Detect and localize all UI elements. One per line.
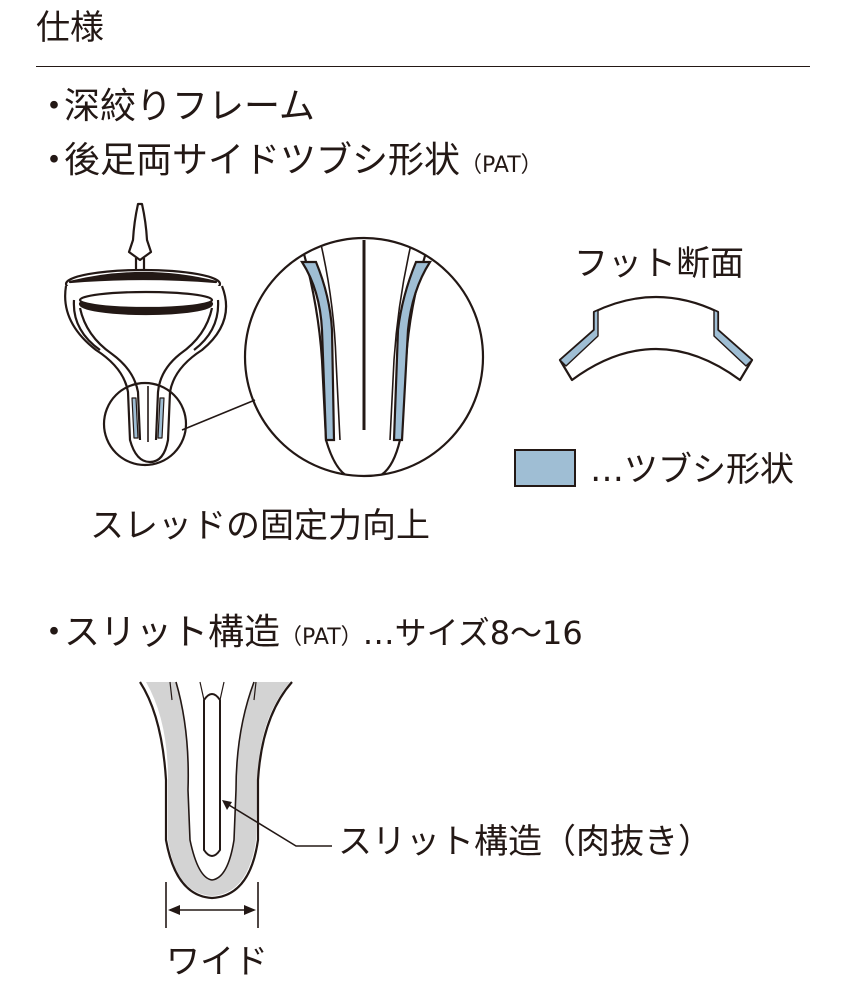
patent-mark: （PAT） — [280, 625, 363, 650]
wide-label: ワイド — [166, 942, 268, 982]
zoom-circle-large — [243, 236, 485, 478]
feature-item-deep-frame: ・深絞りフレーム — [36, 84, 315, 130]
hook-illustration — [64, 202, 256, 467]
size-range: …サイズ8〜16 — [362, 614, 583, 652]
foot-squeeze-left — [559, 309, 599, 367]
magnified-view — [243, 236, 485, 478]
slit-label: スリット構造（肉抜き） — [338, 822, 712, 862]
feature-text: 後足両サイドツブシ形状 — [64, 140, 461, 181]
slit-opening — [203, 693, 221, 857]
mag-squeeze-left — [299, 260, 336, 442]
slit-leader — [223, 801, 332, 847]
legend-label: …ツブシ形状 — [590, 450, 794, 490]
feature-text: 深絞りフレーム — [64, 86, 315, 127]
heading-divider — [36, 66, 810, 67]
bullet-dot: ・ — [36, 612, 73, 653]
spec-heading: 仕様 — [36, 8, 104, 48]
hook-rim-dark — [68, 271, 218, 284]
hook-squeeze-left — [131, 397, 139, 439]
thread-caption: スレッドの固定力向上 — [90, 506, 430, 546]
feature-item-slit: ・スリット構造（PAT）…サイズ8〜16 — [36, 610, 583, 661]
hook-squeeze-right — [157, 397, 165, 439]
foot-section-label: フット断面 — [574, 244, 744, 284]
hook-cup-outer — [64, 285, 228, 464]
hook-neck — [134, 258, 146, 270]
hook-spike — [127, 202, 153, 262]
patent-mark: （PAT） — [460, 153, 543, 178]
legend-swatch — [514, 449, 576, 487]
mag-squeeze-right — [392, 260, 433, 442]
slit-illustration — [139, 681, 332, 928]
foot-cross-section — [558, 295, 754, 382]
feature-text: スリット構造 — [64, 612, 281, 653]
foot-squeeze-right — [713, 309, 753, 367]
feature-item-squeeze-shape: ・後足両サイドツブシ形状（PAT） — [36, 138, 543, 189]
zoom-circle-small — [102, 381, 188, 467]
zoom-connector — [181, 399, 256, 431]
